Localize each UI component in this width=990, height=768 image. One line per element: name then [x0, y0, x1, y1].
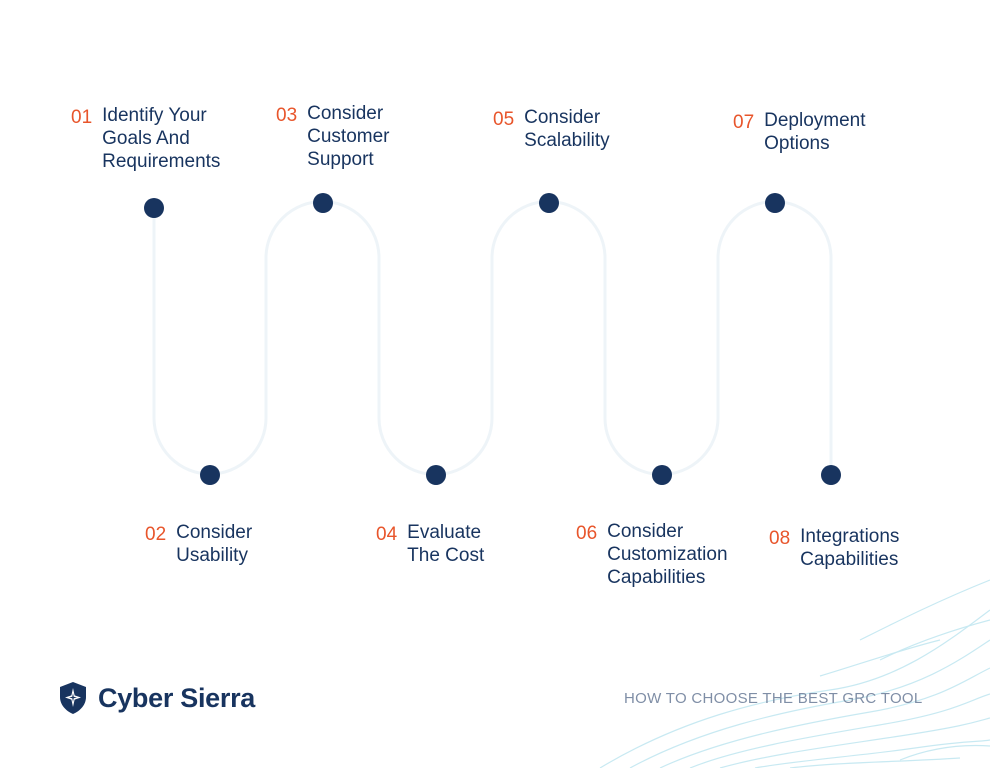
- step-title: Consider Customization Capabilities: [607, 521, 728, 588]
- brand-name: Cyber Sierra: [98, 682, 255, 713]
- step-node-04: [426, 465, 446, 485]
- serpentine-connector-path: [152, 200, 833, 476]
- step-node-03: [313, 193, 333, 213]
- step-node-02: [200, 465, 220, 485]
- step-title: Consider Usability: [176, 522, 253, 566]
- step-node-01: [144, 198, 164, 218]
- step-title: Consider Customer Support: [307, 103, 390, 170]
- step-node-06: [652, 465, 672, 485]
- step-01: 01 Identify Your Goals And Requirements: [71, 104, 220, 173]
- step-number: 02: [145, 524, 167, 545]
- step-07: 07 Deployment Options: [733, 109, 866, 155]
- step-04: 04 Evaluate The Cost: [376, 521, 484, 567]
- step-03: 03 Consider Customer Support: [276, 102, 390, 171]
- step-number: 04: [376, 524, 398, 545]
- step-node-05: [539, 193, 559, 213]
- step-08: 08 Integrations Capabilities: [769, 525, 899, 571]
- shield-star-icon: [60, 682, 86, 714]
- step-title: Evaluate The Cost: [407, 522, 485, 566]
- step-number: 05: [493, 109, 515, 130]
- step-06: 06 Consider Customization Capabilities: [576, 520, 728, 589]
- step-number: 07: [733, 112, 755, 133]
- step-number: 06: [576, 523, 598, 544]
- step-number: 08: [769, 528, 791, 549]
- step-05: 05 Consider Scalability: [493, 106, 610, 152]
- footer-title: HOW TO CHOOSE THE BEST GRC TOOL: [624, 690, 923, 707]
- brand-logo: Cyber Sierra: [58, 681, 255, 715]
- step-number: 03: [276, 105, 298, 126]
- step-02: 02 Consider Usability: [145, 521, 252, 567]
- step-node-07: [765, 193, 785, 213]
- step-title: Deployment Options: [764, 110, 866, 154]
- step-title: Integrations Capabilities: [800, 526, 900, 570]
- step-node-08: [821, 465, 841, 485]
- step-title: Consider Scalability: [524, 107, 610, 151]
- step-number: 01: [71, 107, 93, 128]
- step-title: Identify Your Goals And Requirements: [102, 105, 221, 172]
